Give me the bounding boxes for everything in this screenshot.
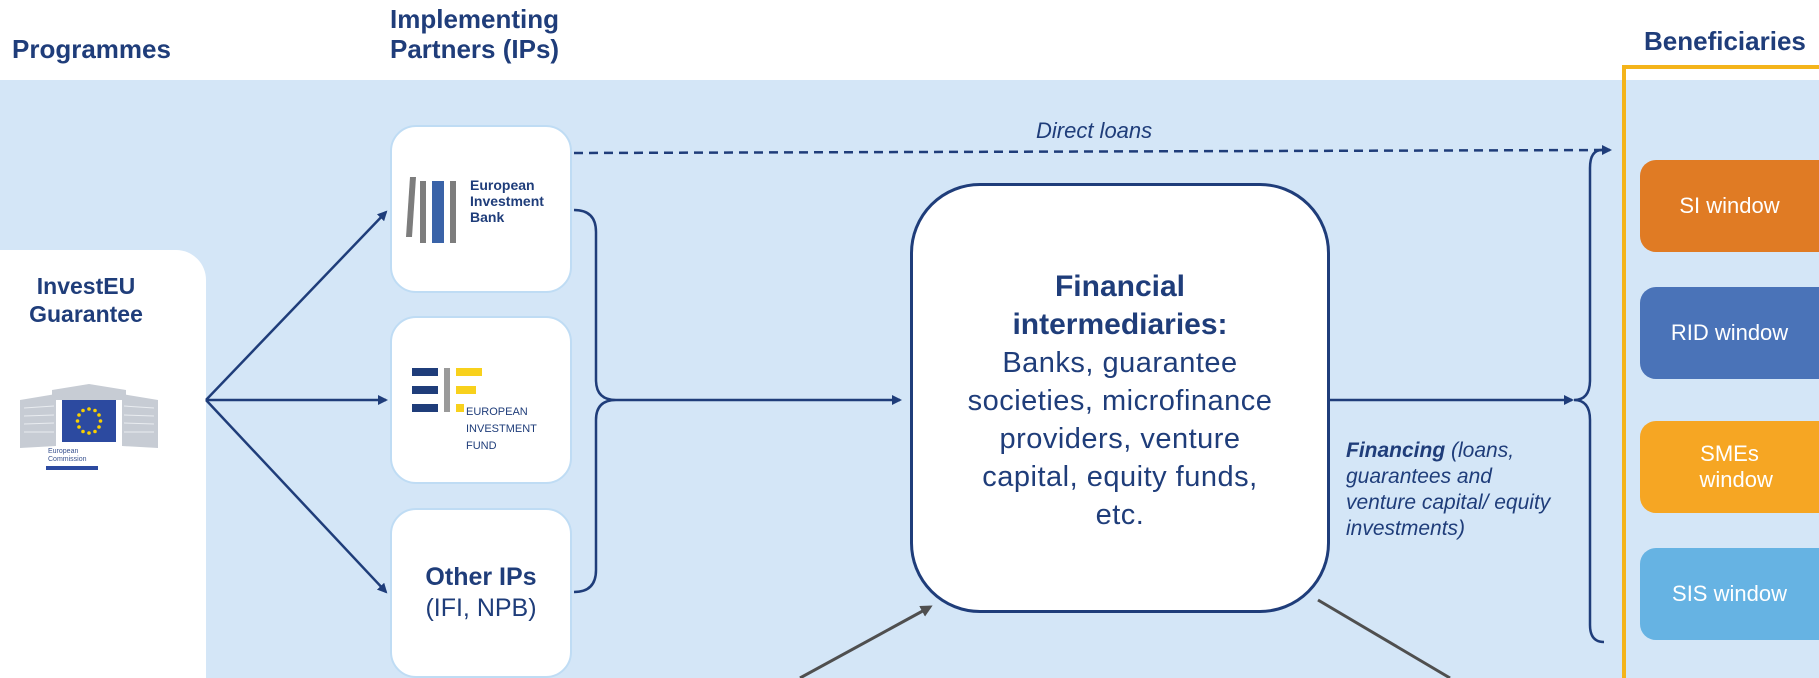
beneficiaries-brace	[1573, 148, 1605, 644]
investeu-lower-panel	[0, 500, 206, 678]
diagram-background	[0, 80, 1819, 678]
eif-card: EUROPEAN INVESTMENT FUND	[390, 316, 572, 484]
eib-name-line3: Bank	[470, 209, 505, 225]
financial-intermediaries-box: Financial intermediaries: Banks, guarant…	[910, 183, 1330, 613]
financing-bold: Financing	[1346, 439, 1446, 462]
arrow-to-eib	[205, 210, 388, 401]
header-programmes: Programmes	[12, 34, 171, 64]
window-si-label: SI window	[1679, 193, 1780, 218]
arrow-to-other-ips	[205, 399, 388, 594]
fi-body-line1: Banks, guarantee	[1002, 347, 1238, 379]
beneficiaries-frame	[1622, 65, 1819, 678]
fi-title-line2: intermediaries:	[1012, 308, 1228, 341]
eif-logo-icon	[412, 368, 482, 412]
fi-body-line4: capital, equity funds,	[982, 461, 1258, 493]
commission-caption: European Commission	[48, 448, 87, 464]
fi-title-line1: Financial	[1054, 270, 1186, 303]
investeu-title-line2: Guarantee	[29, 301, 143, 327]
eib-card: European Investment Bank	[390, 125, 572, 293]
financing-line2: guarantees and	[1346, 465, 1492, 488]
header-implementing-line2: Partners (IPs)	[390, 34, 560, 64]
grey-line-out	[1317, 598, 1451, 678]
grey-arrow-in	[799, 605, 933, 678]
window-smes: SMEs window	[1640, 421, 1819, 513]
other-ips-subtitle: (IFI, NPB)	[425, 594, 537, 622]
financing-line1: Financing (loans,	[1346, 438, 1550, 464]
window-rid-label: RID window	[1670, 320, 1789, 345]
window-sis-label: SIS window	[1672, 581, 1787, 606]
fi-body-line2: societies, microfinance	[967, 385, 1273, 417]
fi-body-line5: etc.	[1095, 499, 1145, 531]
fi-body-line3: providers, venture	[999, 423, 1241, 455]
direct-loans-dashed-arrow	[573, 145, 1612, 156]
other-ips-title: Other IPs	[425, 563, 537, 591]
header-implementing-partners: Implementing Partners (IPs)	[390, 4, 559, 64]
eif-name-line1: EUROPEAN	[466, 406, 528, 418]
direct-loans-label: Direct loans	[1036, 118, 1153, 143]
financing-line3: venture capital/ equity	[1346, 491, 1551, 514]
other-ips-card: Other IPs (IFI, NPB)	[390, 508, 572, 678]
window-sis: SIS window	[1640, 548, 1819, 640]
investeu-title: InvestEU Guarantee	[0, 272, 172, 328]
header-implementing-line1: Implementing	[390, 4, 560, 34]
financing-line4: investments)	[1346, 517, 1466, 540]
window-smes-label: SMEs window	[1699, 441, 1773, 492]
eib-logo-icon	[406, 177, 456, 243]
eif-name: EUROPEAN INVESTMENT FUND	[466, 404, 537, 455]
eif-name-line2: INVESTMENT	[466, 423, 537, 435]
investeu-card	[0, 250, 206, 500]
eib-name: European Investment Bank	[470, 177, 544, 225]
partners-brace	[573, 208, 617, 594]
eib-name-line1: European	[470, 177, 535, 193]
commission-building-icon	[20, 384, 158, 470]
commission-caption-line2: Commission	[48, 456, 87, 463]
eif-name-line3: FUND	[466, 440, 497, 452]
european-commission-logo: European Commission	[16, 370, 162, 475]
header-beneficiaries: Beneficiaries	[1644, 26, 1806, 56]
investeu-title-line1: InvestEU	[36, 273, 136, 299]
window-si: SI window	[1640, 160, 1819, 252]
commission-caption-line1: European	[48, 448, 79, 455]
financing-rest: (loans,	[1445, 439, 1515, 462]
window-rid: RID window	[1640, 287, 1819, 379]
eib-name-line2: Investment	[470, 193, 544, 209]
financing-label: Financing (loans, guarantees and venture…	[1346, 438, 1550, 542]
